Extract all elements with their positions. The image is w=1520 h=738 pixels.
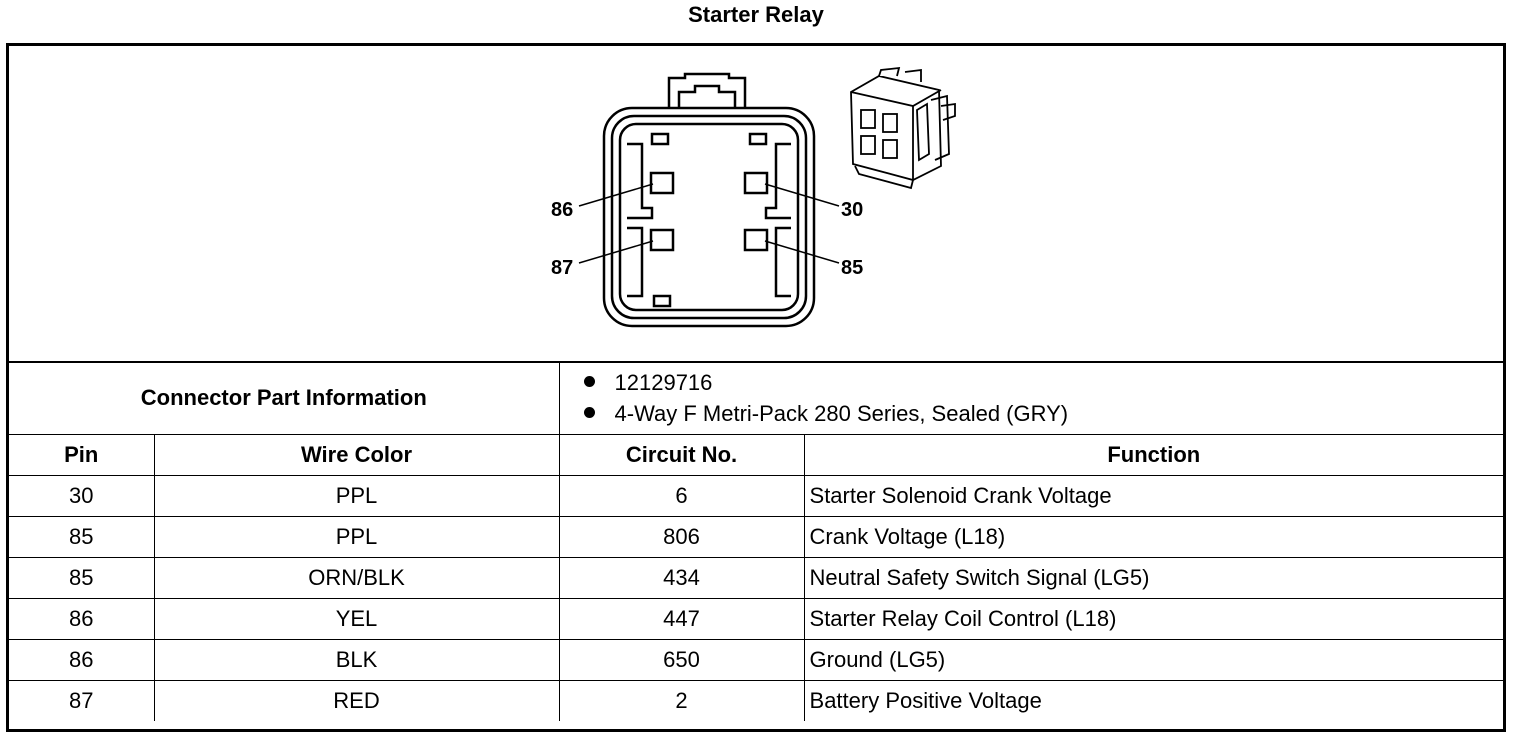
- cavity-87: [649, 228, 675, 252]
- cell-wire-color: PPL: [153, 475, 560, 517]
- cell-circuit-no: 447: [558, 598, 805, 640]
- cell-wire-color: ORN/BLK: [153, 557, 560, 599]
- header-function: Function: [803, 434, 1504, 476]
- connector-face-svg: 86 87 30 85: [551, 66, 956, 328]
- cell-circuit-no: 2: [558, 680, 805, 721]
- pin-label-86: 86: [551, 199, 573, 221]
- connector-frame: 86 87 30 85: [6, 43, 1506, 732]
- cell-function: Starter Relay Coil Control (L18): [803, 598, 1504, 640]
- header-pin: Pin: [9, 434, 155, 476]
- cell-function: Starter Solenoid Crank Voltage: [803, 475, 1504, 517]
- cell-pin: 86: [9, 639, 155, 681]
- cell-pin: 85: [9, 516, 155, 558]
- cell-pin: 85: [9, 557, 155, 599]
- connector-info-item: 12129716: [583, 367, 1504, 398]
- bullet-icon: [583, 376, 595, 388]
- cavity-86: [649, 171, 675, 195]
- connector-info-label: Connector Part Information: [9, 361, 560, 435]
- pin-label-87: 87: [551, 257, 573, 279]
- cell-circuit-no: 6: [558, 475, 805, 517]
- header-circuit-no: Circuit No.: [558, 434, 805, 476]
- table-row: 86 YEL 447 Starter Relay Coil Control (L…: [9, 598, 1504, 640]
- cell-wire-color: RED: [153, 680, 560, 721]
- connector-diagram: 86 87 30 85: [9, 46, 1503, 363]
- table-row: 86 BLK 650 Ground (LG5): [9, 639, 1504, 681]
- leader-86: [578, 183, 654, 207]
- connector-body-inner: [618, 122, 800, 312]
- table-row: 85 PPL 806 Crank Voltage (L18): [9, 516, 1504, 558]
- cell-function: Neutral Safety Switch Signal (LG5): [803, 557, 1504, 599]
- cell-function: Ground (LG5): [803, 639, 1504, 681]
- pin-label-30: 30: [841, 199, 863, 221]
- cell-wire-color: BLK: [153, 639, 560, 681]
- table-row: 87 RED 2 Battery Positive Voltage: [9, 680, 1504, 721]
- table-header-row: Pin Wire Color Circuit No. Function: [9, 434, 1504, 476]
- connector-iso-icon: [850, 66, 956, 190]
- page-title: Starter Relay: [688, 2, 824, 27]
- connector-body-outer: [602, 106, 816, 328]
- cell-pin: 86: [9, 598, 155, 640]
- leader-85: [764, 240, 840, 264]
- leader-87: [578, 240, 654, 264]
- bullet-icon: [583, 407, 595, 419]
- connector-info-item: 4-Way F Metri-Pack 280 Series, Sealed (G…: [583, 398, 1504, 429]
- cell-pin: 30: [9, 475, 155, 517]
- table-row: 85 ORN/BLK 434 Neutral Safety Switch Sig…: [9, 557, 1504, 599]
- connector-info-details: 12129716 4-Way F Metri-Pack 280 Series, …: [558, 361, 1504, 435]
- table-row: 30 PPL 6 Starter Solenoid Crank Voltage: [9, 475, 1504, 517]
- cell-function: Battery Positive Voltage: [803, 680, 1504, 721]
- cavity-30: [743, 171, 769, 195]
- cell-circuit-no: 434: [558, 557, 805, 599]
- header-wire-color: Wire Color: [153, 434, 560, 476]
- connector-info-row: Connector Part Information 12129716 4-Wa…: [9, 361, 1504, 435]
- cavity-85: [743, 228, 769, 252]
- cell-wire-color: YEL: [153, 598, 560, 640]
- pinout-table: Connector Part Information 12129716 4-Wa…: [9, 361, 1504, 721]
- leader-30: [764, 183, 840, 207]
- latch-tab: [667, 72, 747, 108]
- cell-wire-color: PPL: [153, 516, 560, 558]
- cell-function: Crank Voltage (L18): [803, 516, 1504, 558]
- pin-label-85: 85: [841, 257, 863, 279]
- cell-circuit-no: 806: [558, 516, 805, 558]
- cell-pin: 87: [9, 680, 155, 721]
- cell-circuit-no: 650: [558, 639, 805, 681]
